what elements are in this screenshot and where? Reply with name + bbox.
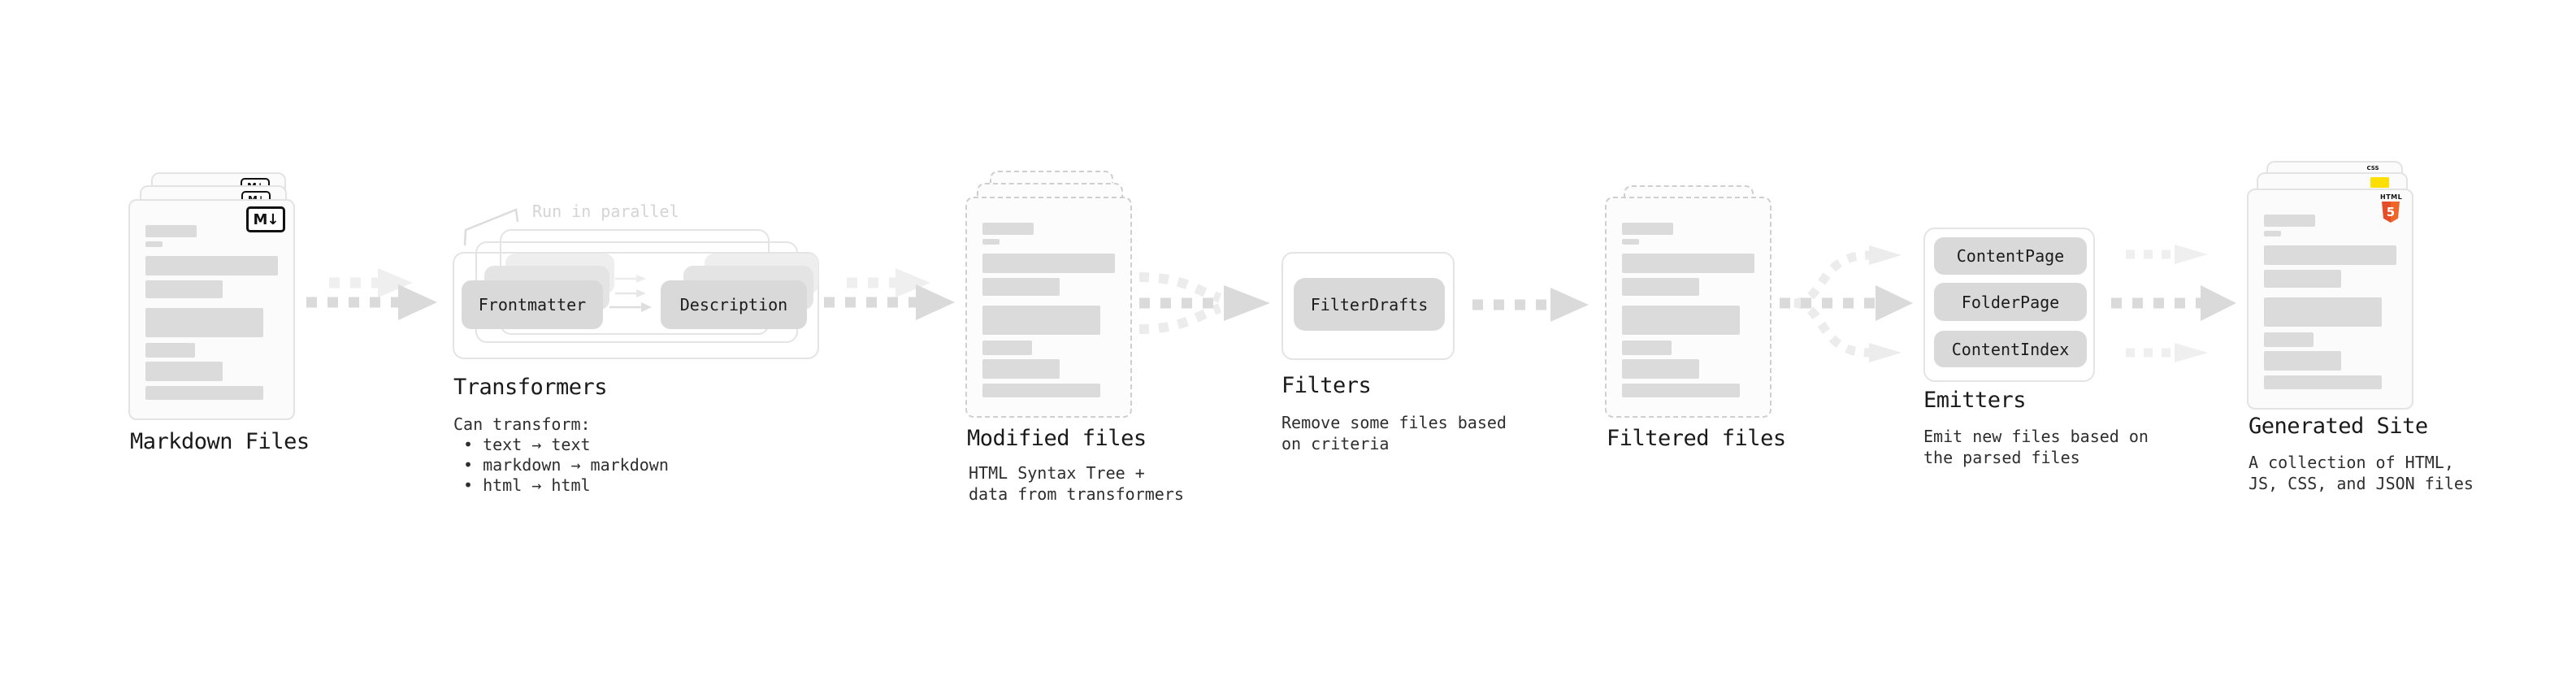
skeleton-text-line xyxy=(2264,245,2396,265)
contentindex-chip: ContentIndex xyxy=(1934,331,2087,367)
skeleton-text-line xyxy=(145,343,195,358)
skeleton-text-line xyxy=(1622,340,1672,355)
file-card xyxy=(965,197,1132,418)
skeleton-text-line xyxy=(145,386,263,400)
filters-subtitle: Remove some files based on criteria xyxy=(1281,412,1507,454)
transformers-subtitle: Can transform: xyxy=(453,414,591,434)
skeleton-text-line xyxy=(145,362,223,381)
bullet-item: markdown → markdown xyxy=(463,455,669,475)
markdown-icon: M↓ xyxy=(246,206,285,232)
emitters-panel xyxy=(1923,228,2095,382)
subtitle-line: the parsed files xyxy=(1923,448,2080,467)
file-card: HTML 5 xyxy=(2247,189,2413,410)
description-chip: Description xyxy=(661,280,807,329)
skeleton-text-line xyxy=(1622,223,1673,235)
bullet-item: text → text xyxy=(463,435,669,455)
emitters-subtitle: Emit new files based on the parsed files xyxy=(1923,426,2149,468)
subtitle-line: Remove some files based xyxy=(1281,413,1507,432)
transformers-panel xyxy=(453,252,819,359)
skeleton-text-line xyxy=(2264,332,2314,347)
subtitle-line: data from transformers xyxy=(969,484,1184,504)
callout-line xyxy=(463,208,519,246)
skeleton-text-line xyxy=(2264,270,2341,288)
filterdrafts-chip: FilterDrafts xyxy=(1294,278,1445,331)
modified-files-subtitle: HTML Syntax Tree + data from transformer… xyxy=(969,462,1184,505)
skeleton-text-line xyxy=(145,280,223,298)
generated-site-subtitle: A collection of HTML, JS, CSS, and JSON … xyxy=(2249,452,2474,494)
subtitle-line: A collection of HTML, xyxy=(2249,453,2454,472)
subtitle-line: on criteria xyxy=(1281,434,1390,453)
skeleton-text-line xyxy=(982,223,1034,235)
skeleton-text-line xyxy=(1622,384,1740,397)
subtitle-line: JS, CSS, and JSON files xyxy=(2249,474,2474,493)
skeleton-text-line xyxy=(145,308,263,337)
arrow-filters-to-filtered-icon xyxy=(1472,288,1589,322)
stage-label-filters: Filters xyxy=(1281,373,1372,398)
stage-label-generated-site: Generated Site xyxy=(2249,414,2428,439)
skeleton-text-line xyxy=(1622,239,1639,245)
run-in-parallel-annotation: Run in parallel xyxy=(532,202,679,221)
skeleton-text-line xyxy=(145,225,197,237)
skeleton-text-line xyxy=(2264,351,2341,371)
skeleton-text-line xyxy=(1622,306,1740,335)
skeleton-text-line xyxy=(982,384,1100,397)
skeleton-text-line xyxy=(1622,278,1699,296)
skeleton-text-line xyxy=(982,340,1032,355)
frontmatter-chip: Frontmatter xyxy=(462,280,603,329)
skeleton-text-line xyxy=(2264,297,2382,327)
arrow-transformers-to-modified-icon xyxy=(824,268,955,320)
bullet-item: html → html xyxy=(463,475,669,496)
stage-label-filtered-files: Filtered files xyxy=(1607,426,1786,451)
filters-panel xyxy=(1281,252,1455,360)
arrow-filtered-to-emitters-icon xyxy=(1780,245,1913,362)
folderpage-chip: FolderPage xyxy=(1934,283,2087,321)
skeleton-text-line xyxy=(982,254,1115,273)
skeleton-text-line xyxy=(1622,359,1699,379)
arrow-emitters-to-generated-icon xyxy=(2111,245,2236,362)
skeleton-text-line xyxy=(1622,254,1754,273)
arrow-modified-to-filters-icon xyxy=(1138,272,1270,334)
file-card: M↓ xyxy=(128,199,295,420)
html5-icon: HTML 5 xyxy=(2380,193,2402,223)
skeleton-text-line xyxy=(982,359,1060,379)
stage-label-modified-files: Modified files xyxy=(967,426,1147,451)
skeleton-text-line xyxy=(982,306,1100,335)
skeleton-text-line xyxy=(145,256,278,275)
subtitle-line: Emit new files based on xyxy=(1923,427,2149,446)
stage-label-emitters: Emitters xyxy=(1923,388,2027,413)
arrow-markdown-to-transformers-icon xyxy=(306,268,437,320)
skeleton-text-line xyxy=(145,241,163,247)
contentpage-chip: ContentPage xyxy=(1934,237,2087,275)
skeleton-text-line xyxy=(982,239,1000,245)
stage-label-markdown-files: Markdown Files xyxy=(130,429,310,454)
subtitle-line: HTML Syntax Tree + xyxy=(969,463,1145,483)
skeleton-text-line xyxy=(2264,375,2382,389)
skeleton-text-line xyxy=(2264,231,2281,236)
transformers-bullet-list: text → text markdown → markdown html → h… xyxy=(463,435,669,496)
skeleton-text-line xyxy=(2264,215,2315,227)
skeleton-text-line xyxy=(982,278,1060,296)
javascript-icon xyxy=(2370,177,2389,188)
parallel-arrows-icon xyxy=(609,275,652,312)
file-card xyxy=(1605,197,1772,418)
stage-label-transformers: Transformers xyxy=(453,375,608,400)
